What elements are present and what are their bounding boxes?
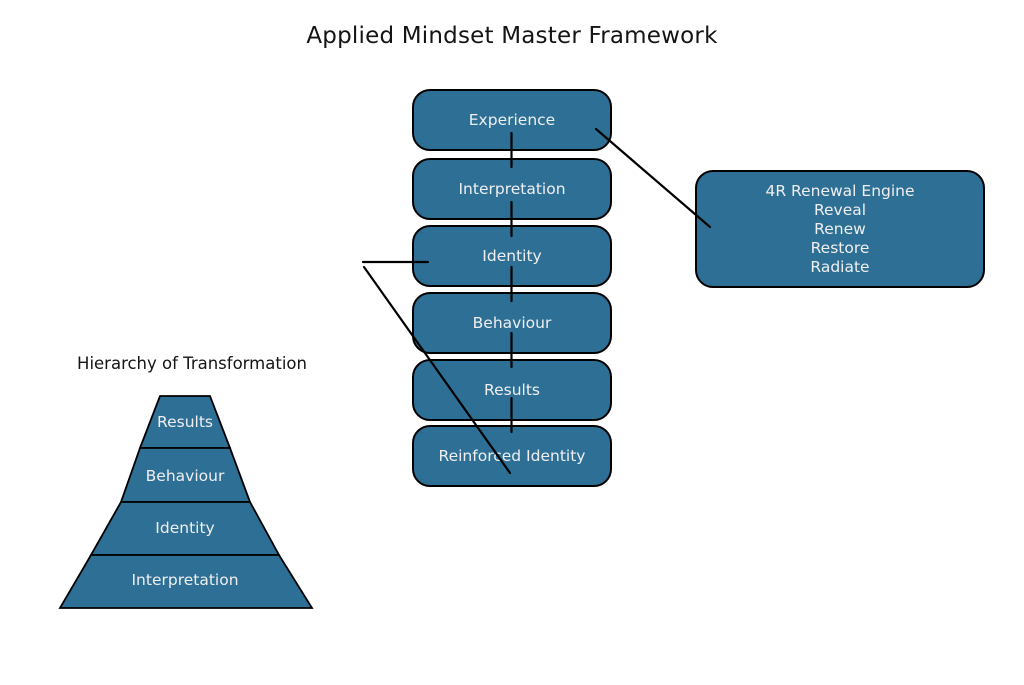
chain-box-label: Experience bbox=[468, 111, 556, 129]
diagram-title: Applied Mindset Master Framework bbox=[306, 23, 718, 49]
renewal-engine-title: 4R Renewal Engine bbox=[765, 181, 915, 200]
pyramid-level-identity bbox=[89, 501, 281, 556]
pyramid-title: Hierarchy of Transformation bbox=[77, 354, 307, 373]
renewal-engine-box: 4R Renewal Engine Reveal Renew Restore R… bbox=[695, 170, 985, 288]
chain-box-label: Behaviour bbox=[472, 314, 552, 332]
pyramid-level-behaviour bbox=[119, 447, 252, 503]
chain-box-label: Interpretation bbox=[458, 180, 566, 198]
chain-box-results: Results bbox=[412, 359, 612, 421]
chain-box-label: Reinforced Identity bbox=[438, 447, 586, 465]
experience-to-engine-line bbox=[594, 127, 712, 229]
pyramid-label: Results bbox=[157, 413, 213, 431]
renewal-engine-item: Radiate bbox=[810, 257, 870, 276]
pyramid-label: Identity bbox=[155, 519, 214, 537]
pyramid-label: Interpretation bbox=[131, 571, 238, 589]
chain-box-identity: Identity bbox=[412, 225, 612, 287]
renewal-engine-item: Renew bbox=[814, 219, 866, 238]
chain-box-interpretation: Interpretation bbox=[412, 158, 612, 220]
chain-box-reinforced-identity: Reinforced Identity bbox=[412, 425, 612, 487]
chain-box-label: Identity bbox=[482, 247, 542, 265]
pyramid-level-interpretation bbox=[58, 554, 314, 609]
pyramid-level-results bbox=[138, 395, 232, 449]
chain-box-experience: Experience bbox=[412, 89, 612, 151]
chain-box-label: Results bbox=[484, 381, 540, 399]
renewal-engine-item: Reveal bbox=[813, 200, 867, 219]
renewal-engine-item: Restore bbox=[810, 238, 870, 257]
pyramid-label: Behaviour bbox=[146, 467, 225, 485]
chain-box-behaviour: Behaviour bbox=[412, 292, 612, 354]
